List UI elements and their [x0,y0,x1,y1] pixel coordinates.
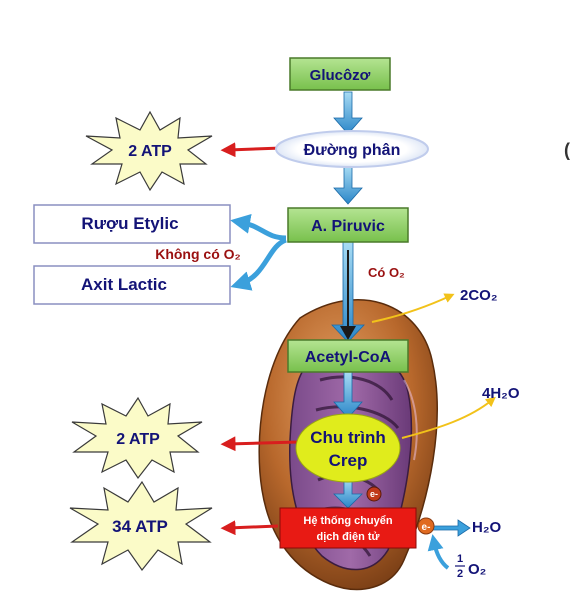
electron-krebs-circle [366,486,382,502]
mitochondrion-highlight [403,379,418,461]
anaerobic-arrows [230,213,288,291]
co2-label: 2CO₂ [460,287,498,304]
with-oxygen-label: Có O₂ [368,265,405,280]
ethanol-label: Rượu Etylic [81,214,178,233]
pyruvic-label: A. Piruvic [311,218,385,235]
o2-label: O₂ [468,561,486,578]
etc-label-1: Hệ thống chuyển [303,515,393,527]
glucose-label: Glucôzơ [310,67,371,84]
etc-box: Hệ thống chuyển dịch điện tử [279,507,417,549]
glucose-box: Glucôzơ [289,57,391,91]
flow-arrows [331,91,365,509]
atp-glycolysis-label: 2 ATP [128,143,172,160]
h2o-etc-label: H₂O [472,519,501,536]
lactic-box: Axit Lactic [33,265,231,305]
pyruvic-box: A. Piruvic [287,207,409,243]
lactic-label: Axit Lactic [81,275,167,294]
atp-krebs-label: 2 ATP [116,431,160,448]
stray-character: ( [564,140,570,160]
arrow-glycolysis-pyruvic [333,165,363,205]
o2-half-denominator: 2 [457,568,463,580]
arrow-acetyl-krebs [333,371,363,419]
atp-etc-label: 34 ATP [112,517,168,536]
krebs-circle: Chu trình Crep [295,413,401,483]
glycolysis-label: Đường phân [304,142,401,159]
arrow-to-ethanol [230,213,287,241]
arrow-co2 [371,293,455,323]
arrow-to-lactic [230,237,288,291]
krebs-label-1: Chu trình [310,428,386,447]
product-arrows [371,293,496,439]
etc-outputs: e- e- [366,486,471,570]
no-oxygen-label: Không có O₂ [155,246,241,262]
glycolysis-ellipse: Đường phân [275,130,429,168]
atp-starburst-krebs: 2 ATP [71,396,203,480]
atp-arrows [220,142,299,536]
electron-etc-label: e- [422,522,431,533]
arrow-etc-atp [220,520,279,536]
atp-starburst-glycolysis: 2 ATP [85,110,213,192]
ethanol-box: Rượu Etylic [33,204,231,244]
etc-label-2: dịch điện tử [317,531,380,543]
arrow-pyruvic-acetyl-head [340,326,356,340]
arrow-from-o2 [427,534,450,570]
h2o-krebs-label: 4H₂O [482,385,520,402]
arrow-h2o-krebs [401,396,496,439]
arrow-glucose-glycolysis [333,91,363,135]
arrow-glycolysis-atp [220,142,283,158]
arrow-to-h2o [427,519,471,537]
acetyl-box: Acetyl-CoA [287,339,409,373]
electron-etc-circle [417,517,435,535]
half-o2: 1 2 O₂ [455,553,486,580]
atp-starburst-etc: 34 ATP [69,480,213,572]
acetyl-label: Acetyl-CoA [305,349,392,366]
o2-half-numerator: 1 [457,553,463,565]
electron-krebs-label: e- [370,489,378,499]
krebs-label-2: Crep [329,451,368,470]
arrow-krebs-atp [220,436,299,452]
